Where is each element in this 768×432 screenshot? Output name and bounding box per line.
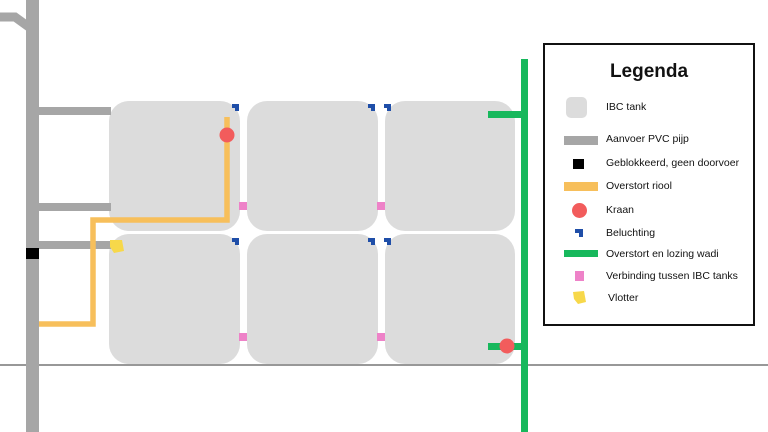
blue-vent-icon <box>575 229 583 237</box>
main-pvc-pipe <box>26 0 39 432</box>
tank-connection <box>377 202 385 210</box>
legend-label: Overstort en lozing wadi <box>606 248 719 260</box>
pvc-feed-pipe-1 <box>39 107 111 115</box>
legend-title: Legenda <box>609 61 689 82</box>
legend-label: IBC tank <box>606 101 647 113</box>
pink-square-icon <box>575 271 584 281</box>
ibc-tank-top-right <box>385 101 515 231</box>
green-bar-icon <box>564 250 598 257</box>
legend-item-overflow-sewer: Overstort riool <box>545 176 753 198</box>
gray-bar-icon <box>564 136 598 145</box>
legend-item-float: Vlotter <box>545 288 753 310</box>
tank-connection <box>377 333 385 341</box>
wadi-overflow-pipe <box>521 59 528 432</box>
vent-marker <box>384 238 391 245</box>
tank-connection <box>239 202 247 210</box>
legend-label: Overstort riool <box>606 180 672 192</box>
vent-marker <box>232 104 239 111</box>
legend-item-vent: Beluchting <box>545 223 753 245</box>
ibc-tank-top-middle <box>247 101 378 231</box>
wadi-branch-top <box>488 111 522 118</box>
vent-marker <box>368 104 375 111</box>
red-circle-icon <box>572 203 587 218</box>
legend-item-wadi: Overstort en lozing wadi <box>545 244 753 266</box>
ibc-tank-bottom-middle <box>247 234 378 364</box>
ibc-tank-top-left <box>109 101 240 231</box>
legend-label: Aanvoer PVC pijp <box>606 133 689 145</box>
float-marker <box>110 240 124 253</box>
vent-marker <box>384 104 391 111</box>
legend-item-blocked: Geblokkeerd, geen doorvoer <box>545 153 753 175</box>
pvc-feed-pipe-2 <box>39 203 111 211</box>
tank-square-icon <box>566 97 587 118</box>
legend-label: Vlotter <box>608 292 639 304</box>
legend-item-connection: Verbinding tussen IBC tanks <box>545 266 753 288</box>
vent-marker <box>368 238 375 245</box>
black-square-icon <box>573 159 584 169</box>
legend-label: Kraan <box>606 204 635 216</box>
tank-connection <box>239 333 247 341</box>
yellow-float-icon <box>573 291 586 304</box>
legend-item-tap: Kraan <box>545 200 753 222</box>
vent-marker <box>232 238 239 245</box>
legend-label: Verbinding tussen IBC tanks <box>606 270 738 282</box>
legend-label: Geblokkeerd, geen doorvoer <box>606 157 740 169</box>
blocked-marker <box>26 248 39 259</box>
ibc-tank-bottom-left <box>109 234 240 364</box>
ibc-tank-bottom-right <box>385 234 515 364</box>
legend-item-pvc-pipe: Aanvoer PVC pijp <box>545 129 753 151</box>
tap-top <box>219 127 235 143</box>
overflow-sewer-pipe <box>39 117 230 327</box>
pvc-feed-pipe-3 <box>39 241 111 249</box>
legend-label: Beluchting <box>606 227 656 239</box>
tap-bottom <box>499 338 515 354</box>
orange-bar-icon <box>564 182 598 191</box>
legend-box: Legenda IBC tank Aanvoer PVC pijp Geblok… <box>543 43 755 326</box>
legend-item-ibc-tank: IBC tank <box>545 97 753 119</box>
